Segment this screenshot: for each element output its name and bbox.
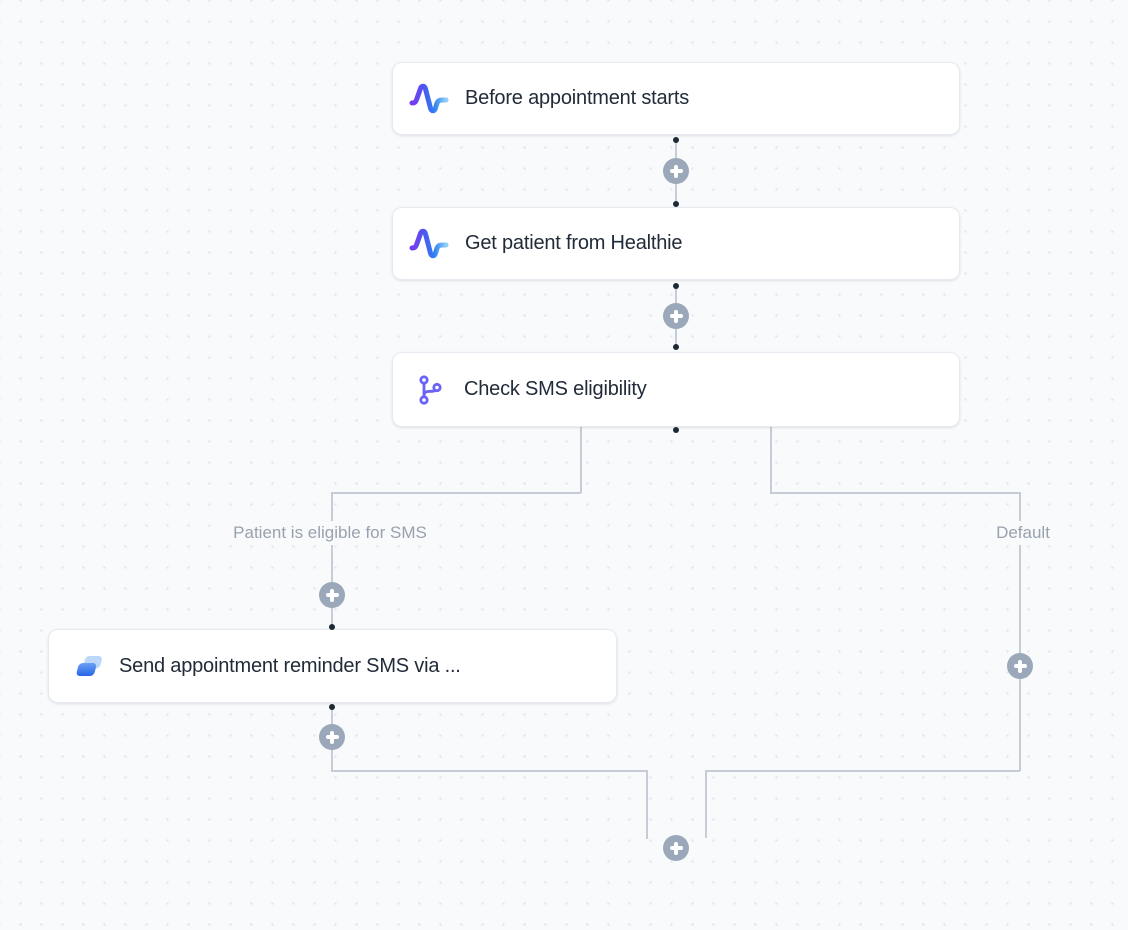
connector-line — [331, 770, 647, 772]
connection-port — [673, 137, 679, 143]
node-title: Send appointment reminder SMS via ... — [119, 654, 461, 677]
plus-icon — [674, 164, 678, 178]
git-branch-icon — [416, 371, 444, 409]
connection-port — [673, 283, 679, 289]
connector-line — [770, 427, 772, 493]
node-send-appointment-reminder-sms[interactable]: Send appointment reminder SMS via ... — [48, 629, 617, 703]
connection-port — [329, 704, 335, 710]
node-title: Check SMS eligibility — [464, 378, 647, 400]
add-step-button[interactable] — [319, 582, 345, 608]
connection-port — [673, 427, 679, 433]
connector-line — [705, 770, 1020, 772]
plus-icon — [674, 841, 678, 855]
add-step-button[interactable] — [663, 158, 689, 184]
connector-line — [705, 770, 707, 838]
pulse-wave-icon — [409, 81, 449, 116]
connector-line — [331, 492, 581, 494]
pulse-wave-icon — [409, 226, 449, 261]
plus-icon — [330, 730, 334, 744]
plus-icon — [674, 309, 678, 323]
node-before-appointment-starts[interactable]: Before appointment starts — [392, 62, 960, 135]
node-title: Get patient from Healthie — [465, 232, 683, 254]
connection-port — [673, 201, 679, 207]
connection-port — [673, 344, 679, 350]
connector-line — [331, 492, 333, 627]
connector-line — [646, 770, 648, 839]
add-step-button[interactable] — [319, 724, 345, 750]
connector-line — [770, 492, 1020, 494]
add-step-button[interactable] — [1007, 653, 1033, 679]
add-step-button[interactable] — [663, 835, 689, 861]
branch-label-default: Default — [986, 521, 1060, 545]
plus-icon — [330, 588, 334, 602]
add-step-button[interactable] — [663, 303, 689, 329]
node-check-sms-eligibility[interactable]: Check SMS eligibility — [392, 352, 960, 427]
plus-icon — [1018, 659, 1022, 673]
connection-port — [329, 624, 335, 630]
node-get-patient-from-healthie[interactable]: Get patient from Healthie — [392, 207, 960, 280]
connector-line — [1019, 492, 1021, 771]
branch-label-eligible: Patient is eligible for SMS — [223, 521, 437, 545]
sms-message-icon — [73, 651, 103, 681]
connector-line — [580, 427, 582, 493]
node-title: Before appointment starts — [465, 87, 690, 109]
